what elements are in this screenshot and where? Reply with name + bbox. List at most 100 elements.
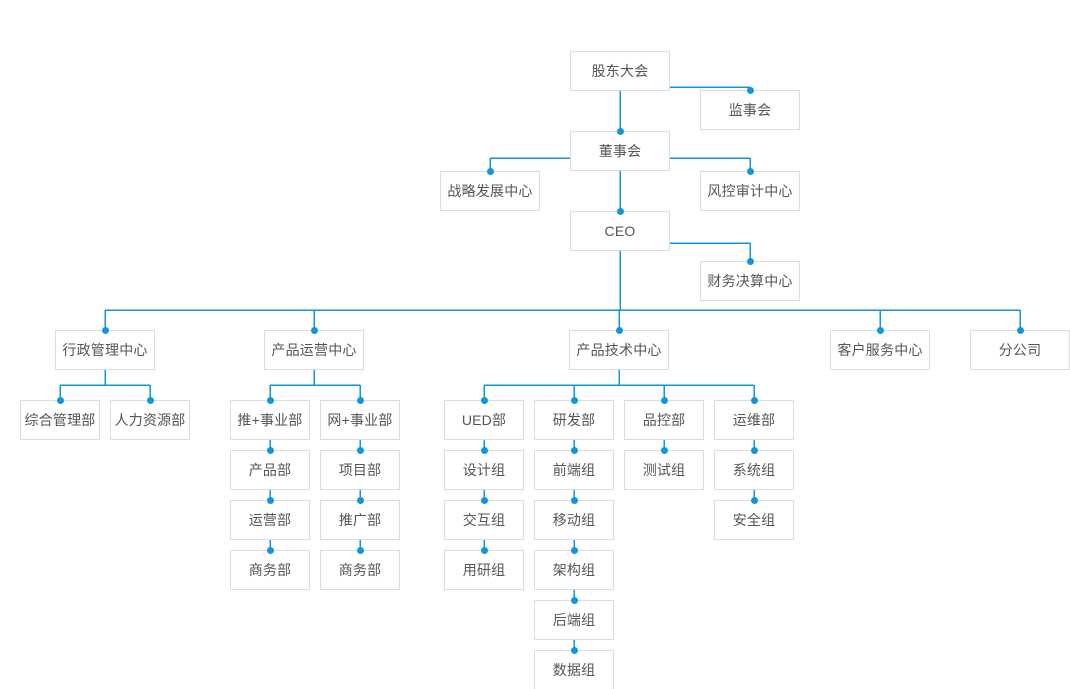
connector-dot-n31: [570, 596, 578, 604]
org-node-n21[interactable]: 推广部: [320, 500, 400, 540]
org-node-n27[interactable]: 研发部: [534, 400, 614, 440]
org-node-label: 产品运营中心: [271, 342, 357, 358]
org-node-label: 网+事业部: [327, 412, 393, 428]
connector-dot-n26: [480, 546, 488, 554]
org-node-n14[interactable]: 人力资源部: [110, 400, 190, 440]
connector-dot-n20: [356, 446, 364, 454]
org-node-n31[interactable]: 后端组: [534, 600, 614, 640]
org-node-label: 后端组: [552, 612, 596, 628]
org-node-label: 交互组: [462, 512, 506, 528]
connector-dot-n23: [480, 396, 488, 404]
org-node-n11[interactable]: 客户服务中心: [830, 330, 930, 370]
org-node-label: 股东大会: [591, 63, 649, 79]
org-node-label: 产品技术中心: [576, 342, 662, 358]
connector-dot-n19: [356, 396, 364, 404]
org-node-label: 人力资源部: [114, 412, 186, 428]
org-node-n33[interactable]: 品控部: [624, 400, 704, 440]
connector-dot-n35: [750, 396, 758, 404]
connector-dot-n10: [615, 326, 623, 334]
org-node-n19[interactable]: 网+事业部: [320, 400, 400, 440]
org-node-label: 推+事业部: [237, 412, 303, 428]
org-node-label: 战略发展中心: [447, 183, 533, 199]
connector-dot-n8: [101, 326, 109, 334]
org-node-label: 行政管理中心: [62, 342, 148, 358]
org-node-n15[interactable]: 推+事业部: [230, 400, 310, 440]
connector-dot-n2: [746, 86, 754, 94]
org-node-n25[interactable]: 交互组: [444, 500, 524, 540]
connector-dot-n4: [486, 167, 494, 175]
org-node-n28[interactable]: 前端组: [534, 450, 614, 490]
org-node-n34[interactable]: 测试组: [624, 450, 704, 490]
connector-dot-n28: [570, 446, 578, 454]
connector-dot-n16: [266, 446, 274, 454]
org-node-n22[interactable]: 商务部: [320, 550, 400, 590]
org-node-n4[interactable]: 战略发展中心: [440, 171, 540, 211]
org-node-n10[interactable]: 产品技术中心: [569, 330, 669, 370]
org-node-n24[interactable]: 设计组: [444, 450, 524, 490]
org-node-label: 系统组: [732, 462, 776, 478]
connector-dot-n29: [570, 496, 578, 504]
connector-dot-n32: [570, 646, 578, 654]
connector-dot-n9: [310, 326, 318, 334]
org-node-n16[interactable]: 产品部: [230, 450, 310, 490]
org-node-label: UED部: [461, 412, 507, 428]
connector-dot-n27: [570, 396, 578, 404]
org-node-n6[interactable]: CEO: [570, 211, 670, 251]
connector-dot-n15: [266, 396, 274, 404]
org-node-n29[interactable]: 移动组: [534, 500, 614, 540]
org-node-label: 客户服务中心: [837, 342, 923, 358]
org-node-n36[interactable]: 系统组: [714, 450, 794, 490]
connector-dot-n14: [146, 396, 154, 404]
org-node-n30[interactable]: 架构组: [534, 550, 614, 590]
org-node-label: 数据组: [552, 662, 596, 678]
org-node-label: 项目部: [338, 462, 382, 478]
connector-dot-n30: [570, 546, 578, 554]
org-node-n32[interactable]: 数据组: [534, 650, 614, 689]
org-node-label: 推广部: [338, 512, 382, 528]
org-node-n23[interactable]: UED部: [444, 400, 524, 440]
org-node-n18[interactable]: 商务部: [230, 550, 310, 590]
connector-dot-n37: [750, 496, 758, 504]
connector-dot-n36: [750, 446, 758, 454]
connector-dot-n21: [356, 496, 364, 504]
org-node-label: 前端组: [552, 462, 596, 478]
org-node-label: 商务部: [338, 562, 382, 578]
org-node-n35[interactable]: 运维部: [714, 400, 794, 440]
org-node-label: 运营部: [248, 512, 292, 528]
org-node-n9[interactable]: 产品运营中心: [264, 330, 364, 370]
org-node-n20[interactable]: 项目部: [320, 450, 400, 490]
org-node-n37[interactable]: 安全组: [714, 500, 794, 540]
org-node-label: 综合管理部: [24, 412, 96, 428]
org-node-n17[interactable]: 运营部: [230, 500, 310, 540]
org-node-label: 风控审计中心: [707, 183, 793, 199]
org-node-n5[interactable]: 风控审计中心: [700, 171, 800, 211]
connector-dot-n5: [746, 167, 754, 175]
org-node-n1[interactable]: 股东大会: [570, 51, 670, 91]
org-node-n7[interactable]: 财务决算中心: [700, 261, 800, 301]
org-node-label: 测试组: [642, 462, 686, 478]
connector-dot-n12: [1016, 326, 1024, 334]
connector-dot-n18: [266, 546, 274, 554]
org-node-label: 架构组: [552, 562, 596, 578]
org-node-n12[interactable]: 分公司: [970, 330, 1070, 370]
connector-dot-n6: [616, 207, 624, 215]
org-node-label: 移动组: [552, 512, 596, 528]
org-node-n26[interactable]: 用研组: [444, 550, 524, 590]
org-node-label: 品控部: [642, 412, 686, 428]
org-node-label: CEO: [604, 223, 636, 239]
org-node-label: 安全组: [732, 512, 776, 528]
org-node-label: 产品部: [248, 462, 292, 478]
org-node-label: 运维部: [732, 412, 776, 428]
org-node-label: 商务部: [248, 562, 292, 578]
connector-dot-n3: [616, 127, 624, 135]
org-node-n8[interactable]: 行政管理中心: [55, 330, 155, 370]
org-node-n3[interactable]: 董事会: [570, 131, 670, 171]
connector-dot-n34: [660, 446, 668, 454]
org-node-label: 研发部: [552, 412, 596, 428]
connector-dot-n11: [876, 326, 884, 334]
org-node-label: 财务决算中心: [707, 273, 793, 289]
connector-dot-n7: [746, 257, 754, 265]
org-node-n2[interactable]: 监事会: [700, 90, 800, 130]
org-node-n13[interactable]: 综合管理部: [20, 400, 100, 440]
